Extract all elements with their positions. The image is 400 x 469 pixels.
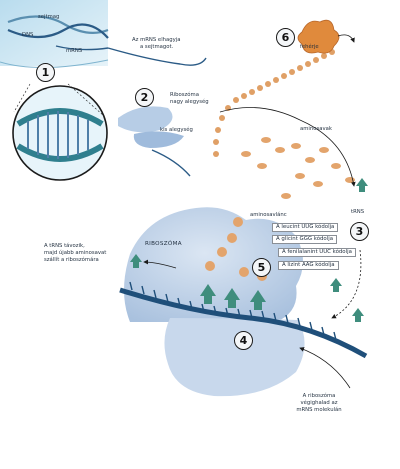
free-trnas	[330, 178, 368, 322]
mrna-strand	[119, 287, 368, 359]
mrna-in-nucleus	[55, 45, 109, 51]
mrna-leaves-caption-line2: a sejtmagot.	[140, 44, 174, 50]
codon-label-lysine: A lizint AAG kódolja	[278, 261, 339, 270]
mrna-label: mRNS	[66, 48, 83, 54]
zoom-guide-right	[67, 83, 105, 117]
step-badge-2: 2	[135, 88, 154, 107]
protein-label: fehérje	[300, 44, 319, 50]
protein-release-arrow	[337, 34, 355, 43]
nucleus-label: sejtmag	[38, 14, 60, 20]
ribosome-large-label-line2: nagy alegység	[170, 99, 209, 105]
codon-label-phenylalanine: A fenilalanint UUC kódolja	[278, 248, 356, 257]
mrna-to-ribosome	[151, 149, 191, 177]
step-badge-5: 5	[252, 258, 271, 277]
ribosome-movement-arrow	[299, 347, 351, 389]
mrna-bases	[129, 281, 337, 341]
trna-label: tRNS	[351, 209, 365, 215]
ribosome-end-caption-line3: mRNS molekulán	[296, 407, 342, 413]
dna-strand-b	[7, 23, 109, 39]
dna-base-pairs	[27, 111, 89, 159]
dna-backbone-bottom	[16, 143, 104, 162]
free-amino-acids	[241, 137, 355, 199]
dna-backbone-top	[16, 108, 104, 127]
departing-trna	[130, 254, 142, 268]
protein-chain	[213, 49, 335, 157]
trna-delivery-arrow	[331, 249, 362, 319]
step-badge-3: 3	[350, 222, 369, 241]
zoom-guide-left	[13, 83, 31, 113]
mrna-leaves-caption-line1: Az mRNS elhagyja	[132, 37, 181, 43]
ribosome-small-label: kis alegység	[160, 127, 193, 133]
codon-label-glycine: A glicint GGG kódolja	[272, 235, 338, 244]
dna-strand-a	[7, 15, 109, 35]
amino-acid-flow-arrow	[219, 107, 356, 187]
amino-acids-label: aminosavak	[300, 126, 332, 132]
trna-exit-arrow	[143, 259, 177, 269]
ribosome-end-caption-line2: végighalad az	[300, 400, 338, 406]
step-badge-1: 1	[36, 63, 55, 82]
mrna-exit-strand	[107, 47, 207, 66]
step-badge-6: 6	[276, 28, 295, 47]
dna-label: DNS	[22, 32, 34, 38]
trna-leaves-caption-line2: majd újabb aminosavat	[44, 250, 107, 256]
ribosome-end-caption-line1: A riboszóma	[302, 393, 336, 399]
step-badge-4: 4	[234, 331, 253, 350]
trna-leaves-caption-line1: A tRNS távozik,	[44, 243, 85, 249]
ribosome-large-subunit	[118, 106, 173, 133]
ribosome-large-label-line1: Riboszóma	[170, 92, 199, 98]
bound-trnas	[200, 284, 266, 310]
trna-leaves-caption-line3: szállít a riboszómára	[44, 257, 99, 263]
bound-amino-acids	[205, 217, 267, 281]
amino-chain-label: aminosavlánc	[250, 212, 287, 218]
ribosome-label: RIBOSZÓMA	[145, 241, 182, 247]
folded-protein	[297, 19, 340, 54]
ribosome-small-subunit	[133, 131, 184, 148]
ribosome-small	[164, 318, 305, 397]
codon-label-leucine: A leucint UUG kódolja	[272, 223, 339, 232]
